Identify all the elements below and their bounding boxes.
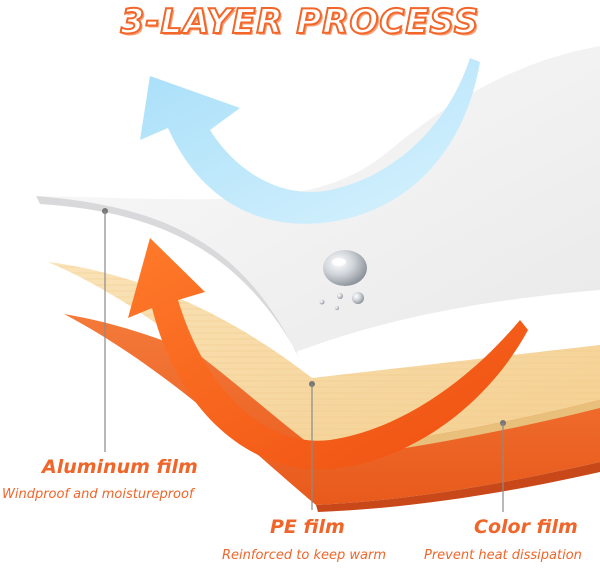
- aluminum-pointer: [102, 208, 108, 452]
- color-film-label: Color film: [474, 516, 578, 538]
- page-title: 3-LAYER PROCESS: [120, 1, 480, 43]
- aluminum-film-label: Aluminum film: [42, 456, 198, 478]
- color-film-pointer: [500, 420, 506, 512]
- water-droplet-icon: [319, 250, 367, 310]
- pe-film-description: Reinforced to keep warm: [222, 548, 386, 563]
- warm-air-arrow-icon: [128, 238, 528, 470]
- aluminum-film-description: Windproof and moistureproof: [2, 487, 194, 502]
- color-film-description: Prevent heat dissipation: [424, 548, 582, 563]
- cold-air-arrow-icon: [140, 58, 480, 224]
- pe-pointer: [309, 381, 315, 510]
- pe-film-label: PE film: [270, 516, 345, 538]
